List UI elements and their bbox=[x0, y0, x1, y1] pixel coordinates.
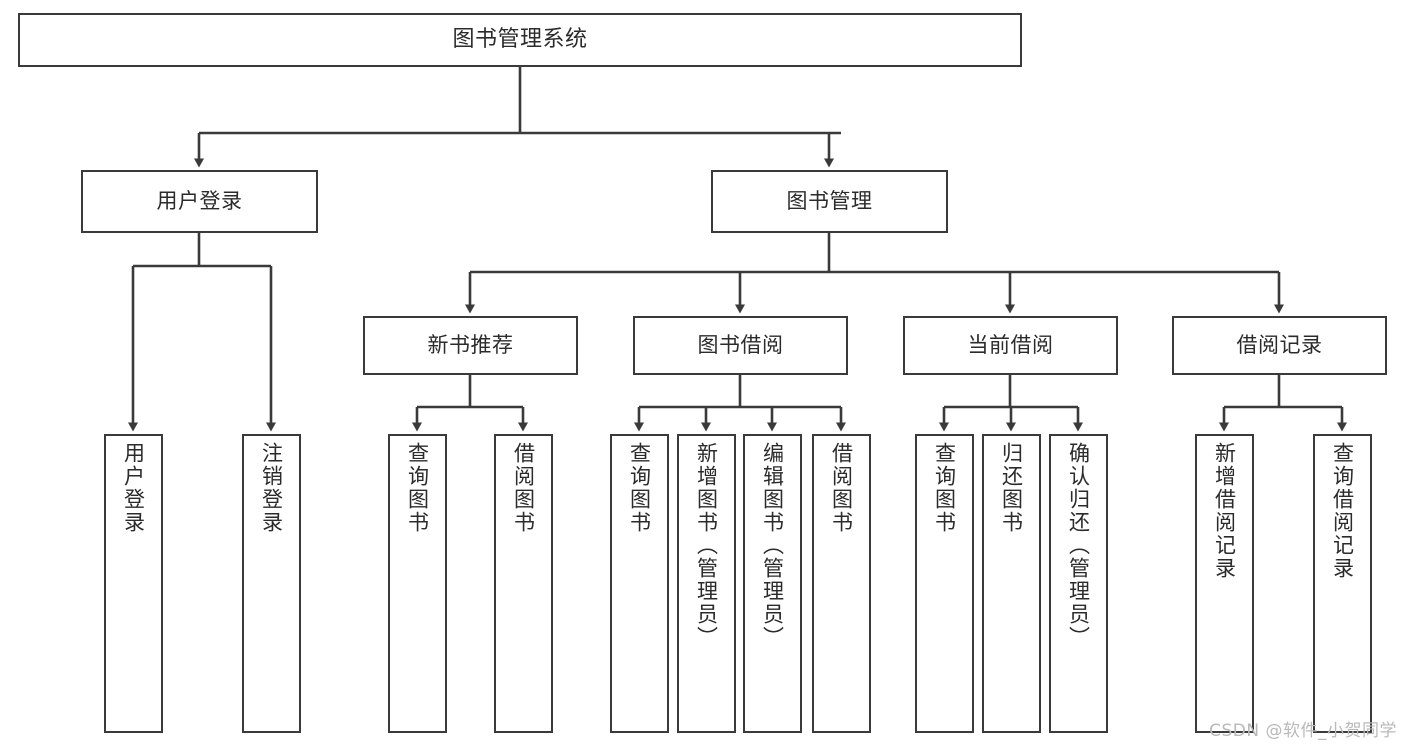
node-label: 用户登录 bbox=[121, 442, 146, 534]
node-label: 当前借阅 bbox=[967, 333, 1054, 358]
leaf-book-borrow-add-book-admin[interactable]: 新增图书（管理员） bbox=[677, 434, 736, 733]
node-label: 归还图书 bbox=[999, 442, 1024, 534]
node-current-borrowing[interactable]: 当前借阅 bbox=[903, 316, 1118, 375]
leaf-user-login-login[interactable]: 用户登录 bbox=[104, 434, 163, 733]
csdn-watermark: CSDN @软件_小贺同学 bbox=[1209, 721, 1397, 741]
node-label: 查询图书 bbox=[932, 442, 957, 534]
leaf-current-borrow-query-books[interactable]: 查询图书 bbox=[915, 434, 974, 733]
node-label: 新增借阅记录 bbox=[1212, 442, 1237, 580]
leaf-new-book-borrow-books[interactable]: 借阅图书 bbox=[494, 434, 553, 733]
node-root-book-management-system[interactable]: 图书管理系统 bbox=[18, 13, 1022, 67]
leaf-current-borrow-return-books[interactable]: 归还图书 bbox=[982, 434, 1041, 733]
node-label: 查询借阅记录 bbox=[1330, 442, 1355, 580]
node-book-borrowing[interactable]: 图书借阅 bbox=[633, 316, 848, 375]
node-label: 确认归还（管理员） bbox=[1066, 442, 1091, 649]
node-label: 编辑图书（管理员） bbox=[760, 442, 785, 649]
leaf-current-borrow-confirm-return-admin[interactable]: 确认归还（管理员） bbox=[1049, 434, 1108, 733]
leaf-book-borrow-query-books[interactable]: 查询图书 bbox=[610, 434, 669, 733]
leaf-borrow-record-add-record[interactable]: 新增借阅记录 bbox=[1195, 434, 1254, 733]
node-user-login[interactable]: 用户登录 bbox=[81, 170, 318, 233]
leaf-user-login-logout[interactable]: 注销登录 bbox=[242, 434, 301, 733]
leaf-book-borrow-edit-book-admin[interactable]: 编辑图书（管理员） bbox=[743, 434, 802, 733]
node-label: 图书管理系统 bbox=[452, 27, 588, 53]
node-label: 用户登录 bbox=[156, 189, 243, 214]
node-label: 图书管理 bbox=[786, 189, 873, 214]
node-book-management[interactable]: 图书管理 bbox=[711, 170, 948, 233]
node-label: 新书推荐 bbox=[427, 333, 514, 358]
node-new-book-recommendation[interactable]: 新书推荐 bbox=[363, 316, 578, 375]
node-label: 借阅记录 bbox=[1236, 333, 1323, 358]
node-label: 借阅图书 bbox=[829, 442, 854, 534]
node-label: 图书借阅 bbox=[697, 333, 784, 358]
node-label: 借阅图书 bbox=[511, 442, 536, 534]
leaf-new-book-query-books[interactable]: 查询图书 bbox=[388, 434, 447, 733]
node-label: 查询图书 bbox=[405, 442, 430, 534]
node-label: 新增图书（管理员） bbox=[694, 442, 719, 649]
leaf-borrow-record-query-record[interactable]: 查询借阅记录 bbox=[1313, 434, 1372, 733]
leaf-book-borrow-borrow-books[interactable]: 借阅图书 bbox=[812, 434, 871, 733]
node-label: 查询图书 bbox=[627, 442, 652, 534]
node-label: 注销登录 bbox=[259, 442, 284, 534]
node-borrowing-record[interactable]: 借阅记录 bbox=[1172, 316, 1387, 375]
